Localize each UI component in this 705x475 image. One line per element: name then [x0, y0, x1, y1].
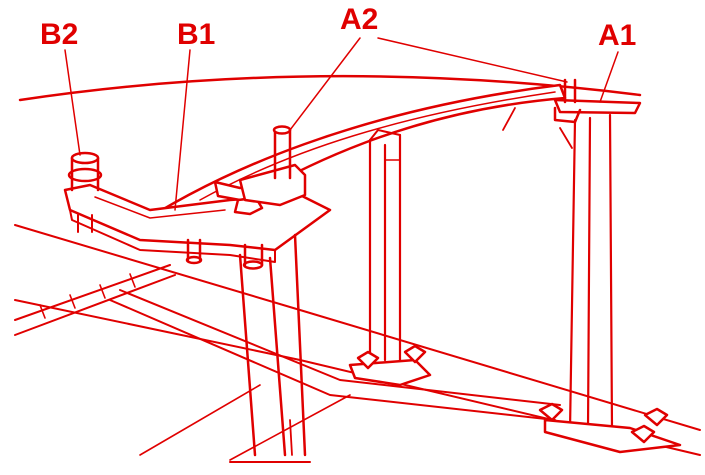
rail-mid — [14, 264, 171, 321]
under-post-2-foot — [242, 260, 264, 270]
label-a2: A2 — [340, 3, 379, 36]
rail-ladder-2 — [69, 294, 76, 309]
mid-wingnut-left — [356, 350, 380, 370]
left-post-small — [289, 419, 293, 456]
leader-a1 — [599, 51, 619, 103]
leader-b1 — [174, 49, 191, 211]
leader-a2-left — [289, 37, 361, 131]
label-b2: B2 — [40, 18, 79, 51]
leader-a2-right — [377, 37, 568, 83]
b2-foot — [77, 214, 93, 233]
label-b1: B1 — [177, 18, 216, 51]
bracket-plate-thickness — [69, 209, 276, 263]
a2-pin — [273, 128, 292, 180]
a1-wingnut-right — [643, 407, 669, 427]
rail-ladder-3 — [99, 284, 106, 299]
a1-base-plate — [543, 418, 682, 454]
curved-panel-inner — [199, 91, 556, 201]
rail-ladder-4 — [129, 273, 136, 288]
mid-post — [368, 133, 402, 362]
a1-top-bar — [553, 98, 642, 115]
b2-post-collar — [67, 167, 103, 183]
mid-wingnut-right — [403, 344, 427, 364]
a1-wingnut-left — [538, 402, 564, 422]
a1-clip — [553, 106, 582, 124]
under-post-1-foot — [185, 255, 203, 265]
a1-wingnut-front — [630, 424, 656, 444]
left-post — [238, 233, 307, 457]
a2-pin-top — [272, 125, 292, 135]
b2-post-top — [70, 151, 100, 165]
rail-ladder-1 — [39, 304, 46, 319]
leader-b2 — [64, 49, 81, 156]
floor-line-a — [139, 384, 261, 456]
rail-mid-2 — [14, 274, 176, 336]
rail-upper-edge — [14, 224, 701, 431]
tick-right — [559, 127, 573, 149]
rail-cross-b — [109, 299, 556, 421]
b2-post — [70, 156, 100, 192]
a1-post — [568, 113, 614, 432]
bracket-plate-top — [94, 196, 226, 219]
label-a1: A1 — [598, 19, 637, 52]
tick-left — [502, 107, 516, 131]
under-post-2 — [243, 243, 264, 267]
under-post-1 — [186, 238, 202, 262]
rail-cross-a — [119, 289, 561, 406]
a1-pin — [563, 78, 577, 104]
mid-post-cap — [369, 129, 401, 141]
